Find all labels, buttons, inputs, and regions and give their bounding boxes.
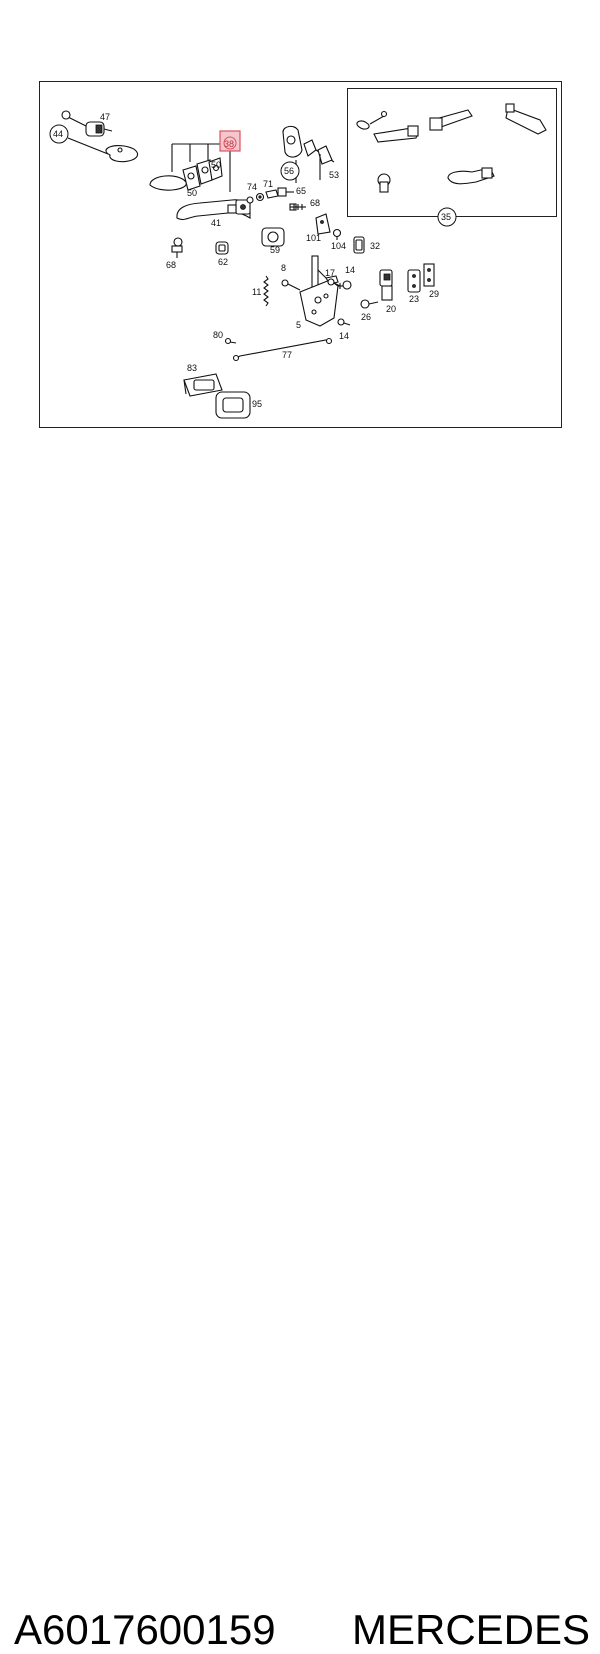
clip-53-part bbox=[303, 139, 335, 180]
spring-11 bbox=[263, 275, 269, 307]
callout-circle-44 bbox=[49, 124, 69, 144]
callout-11: 11 bbox=[252, 287, 261, 297]
screw-17 bbox=[327, 278, 341, 287]
plate-29 bbox=[423, 263, 435, 287]
small-screws-74-71 bbox=[246, 189, 279, 204]
actuator-20 bbox=[379, 269, 393, 301]
callout-circle-35 bbox=[437, 207, 457, 227]
trim-95 bbox=[215, 391, 251, 419]
inset-handle-a bbox=[373, 125, 419, 143]
callout-44: 44 bbox=[53, 129, 63, 139]
callout-35: 35 bbox=[441, 212, 451, 222]
inset-handle-b bbox=[429, 109, 473, 131]
callout-8: 8 bbox=[281, 263, 286, 273]
callout-77: 77 bbox=[282, 350, 292, 360]
inset-handle-c bbox=[505, 103, 547, 135]
pin-8 bbox=[281, 279, 301, 291]
callout-71: 71 bbox=[263, 179, 273, 189]
bracket-lines bbox=[171, 143, 231, 192]
callout-17: 17 bbox=[325, 268, 335, 278]
inset-clip-part bbox=[356, 110, 388, 130]
parts-diagram: 44 47 50 50 38 41 74 71 65 bbox=[39, 81, 562, 428]
callout-68b: 68 bbox=[166, 260, 176, 270]
callout-14b: 14 bbox=[339, 331, 349, 341]
callout-29: 29 bbox=[429, 289, 439, 299]
callout-53: 53 bbox=[329, 170, 339, 180]
callout-38: 38 bbox=[224, 139, 234, 149]
bracket-101 bbox=[315, 213, 331, 235]
callout-62: 62 bbox=[218, 257, 228, 267]
brand-name: MERCEDES bbox=[352, 1606, 591, 1653]
callout-circle-56 bbox=[280, 161, 300, 181]
plate-23 bbox=[407, 269, 421, 293]
callout-68a: 68 bbox=[310, 198, 320, 208]
callout-14a: 14 bbox=[345, 265, 355, 275]
callout-47: 47 bbox=[100, 112, 110, 122]
callout-32: 32 bbox=[370, 241, 380, 251]
cover-56-part bbox=[282, 125, 303, 183]
callout-50a: 50 bbox=[187, 188, 197, 198]
callout-104: 104 bbox=[331, 241, 346, 251]
inset-handle-d bbox=[447, 167, 495, 185]
screw-14a bbox=[338, 280, 352, 290]
callout-circle-38 bbox=[223, 136, 237, 150]
inset-knob bbox=[377, 173, 391, 193]
callout-20: 20 bbox=[386, 304, 396, 314]
part-number: A6017600159 bbox=[14, 1606, 276, 1653]
pin-80 bbox=[224, 337, 237, 345]
callout-95: 95 bbox=[252, 399, 262, 409]
pad-59 bbox=[261, 227, 285, 247]
footer: A6017600159 MERCEDES bbox=[0, 800, 600, 1653]
callout-65: 65 bbox=[296, 186, 306, 196]
ring-clip-part bbox=[105, 145, 139, 163]
callout-23: 23 bbox=[409, 294, 419, 304]
frame-83 bbox=[183, 373, 223, 397]
callout-26: 26 bbox=[361, 312, 371, 322]
callout-83: 83 bbox=[187, 363, 197, 373]
callout-50b: 50 bbox=[211, 160, 221, 170]
screw-14b bbox=[337, 318, 351, 326]
callout-41: 41 bbox=[211, 218, 221, 228]
bolt-65 bbox=[277, 187, 294, 197]
diagram-frame bbox=[39, 81, 562, 428]
screw-104 bbox=[332, 228, 342, 240]
bolt-68b bbox=[171, 237, 183, 258]
grommet-62 bbox=[215, 241, 229, 255]
door-handle-part bbox=[176, 199, 251, 221]
callout-56: 56 bbox=[284, 166, 294, 176]
lock-body-5 bbox=[299, 255, 339, 327]
callout-74: 74 bbox=[247, 182, 257, 192]
callout-101: 101 bbox=[306, 233, 321, 243]
seal-32 bbox=[353, 236, 365, 254]
handle-shim-parts bbox=[182, 157, 223, 191]
callout-59: 59 bbox=[270, 245, 280, 255]
rod-77 bbox=[232, 337, 333, 362]
screw-26 bbox=[360, 299, 379, 309]
callout-5: 5 bbox=[296, 320, 301, 330]
screw-68a bbox=[289, 203, 306, 211]
callout-80: 80 bbox=[213, 330, 223, 340]
lock-cylinder-part bbox=[61, 110, 113, 155]
